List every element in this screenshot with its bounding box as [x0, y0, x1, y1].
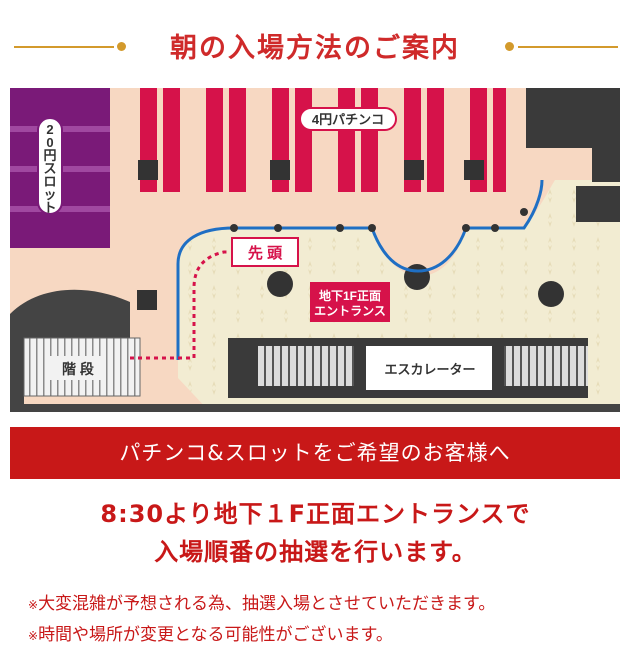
- escalator-label: エスカレーター: [384, 362, 475, 377]
- right-wall: [526, 88, 620, 182]
- entrance-label-line: エントランス: [314, 304, 386, 318]
- left-wall-strip: [10, 404, 620, 412]
- front-label: 先 頭: [248, 244, 283, 262]
- slot-label-char: ス: [43, 161, 56, 176]
- boundary-dot-1: [230, 224, 238, 232]
- queue-route: [130, 250, 230, 360]
- header: 朝の入場方法のご案内: [0, 18, 631, 72]
- escalator-left: [258, 346, 354, 386]
- lead-line-1: 8:30より地下１F正面エントランスで: [100, 500, 531, 528]
- round-pillar-2: [404, 264, 430, 290]
- slot-label-char: 2: [46, 122, 53, 137]
- header-line-left: [14, 46, 114, 48]
- stairs-label-bg: [50, 356, 106, 380]
- page-title: 朝の入場方法のご案内: [170, 33, 460, 64]
- queue-boundary: [176, 179, 544, 360]
- escalator-inner: [366, 346, 492, 390]
- entrance-label-line: 地下1F正面: [319, 288, 381, 303]
- left-curved-wall: [10, 289, 130, 412]
- slot-label-box: [37, 117, 63, 215]
- slot-label-char: ッ: [43, 187, 56, 202]
- pachinko-area-label: 4円パチンコ: [312, 112, 384, 127]
- note-1-text: 大変混雑が予想される為、抽選入場とさせていただきます。: [38, 594, 496, 614]
- round-pillar-1: [267, 271, 293, 297]
- pillar-5: [137, 290, 157, 310]
- front-label-box: [231, 237, 299, 267]
- pachinko-gap-2: [223, 88, 229, 192]
- stairs-label: 階 段: [62, 361, 94, 377]
- slot-label-char: 円: [43, 148, 56, 163]
- lead-line-2: 入場順番の抽選を行います。: [154, 538, 477, 566]
- boundary-dot-5: [462, 224, 470, 232]
- pillar-2: [270, 160, 290, 180]
- entrance-label: 地下1F正面エントランス: [314, 288, 386, 318]
- note-1: ※大変混雑が予想される為、抽選入場とさせていただきます。: [28, 589, 628, 614]
- boundary-dot-3: [336, 224, 344, 232]
- slot-label-char: ロ: [43, 174, 56, 189]
- round-pillar-3: [538, 281, 564, 307]
- note-1-mark: ※: [28, 598, 39, 612]
- note-2-mark: ※: [28, 629, 39, 643]
- pachinko-gap-1: [157, 88, 163, 192]
- header-dot-left: [117, 42, 126, 51]
- boundary-dot-2: [274, 224, 282, 232]
- entrance-label-box: [310, 282, 390, 322]
- pachinko-label-box: [299, 107, 397, 131]
- right-wall-block: [576, 186, 620, 222]
- pachinko-gap-6: [487, 88, 493, 192]
- pillar-3: [404, 160, 424, 180]
- banner: パチンコ&スロットをご希望のお客様へ: [10, 427, 620, 479]
- header-dot-right: [505, 42, 514, 51]
- escalator-right: [504, 346, 588, 386]
- boundary-dot-4: [368, 224, 376, 232]
- boundary-dot-7: [520, 208, 528, 216]
- note-2: ※時間や場所が変更となる可能性がございます。: [28, 620, 628, 645]
- pillar-1: [138, 160, 158, 180]
- pachinko-gap-3: [289, 88, 295, 192]
- pachinko-gap-4: [355, 88, 361, 192]
- header-line-right: [518, 46, 618, 48]
- boundary-dot-6: [491, 224, 499, 232]
- pillar-4: [464, 160, 484, 180]
- pachinko-gap-5: [421, 88, 427, 192]
- slot-label-char: 0: [46, 135, 53, 150]
- slot-label-char: ト: [43, 200, 56, 215]
- note-2-text: 時間や場所が変更となる可能性がございます。: [38, 625, 393, 645]
